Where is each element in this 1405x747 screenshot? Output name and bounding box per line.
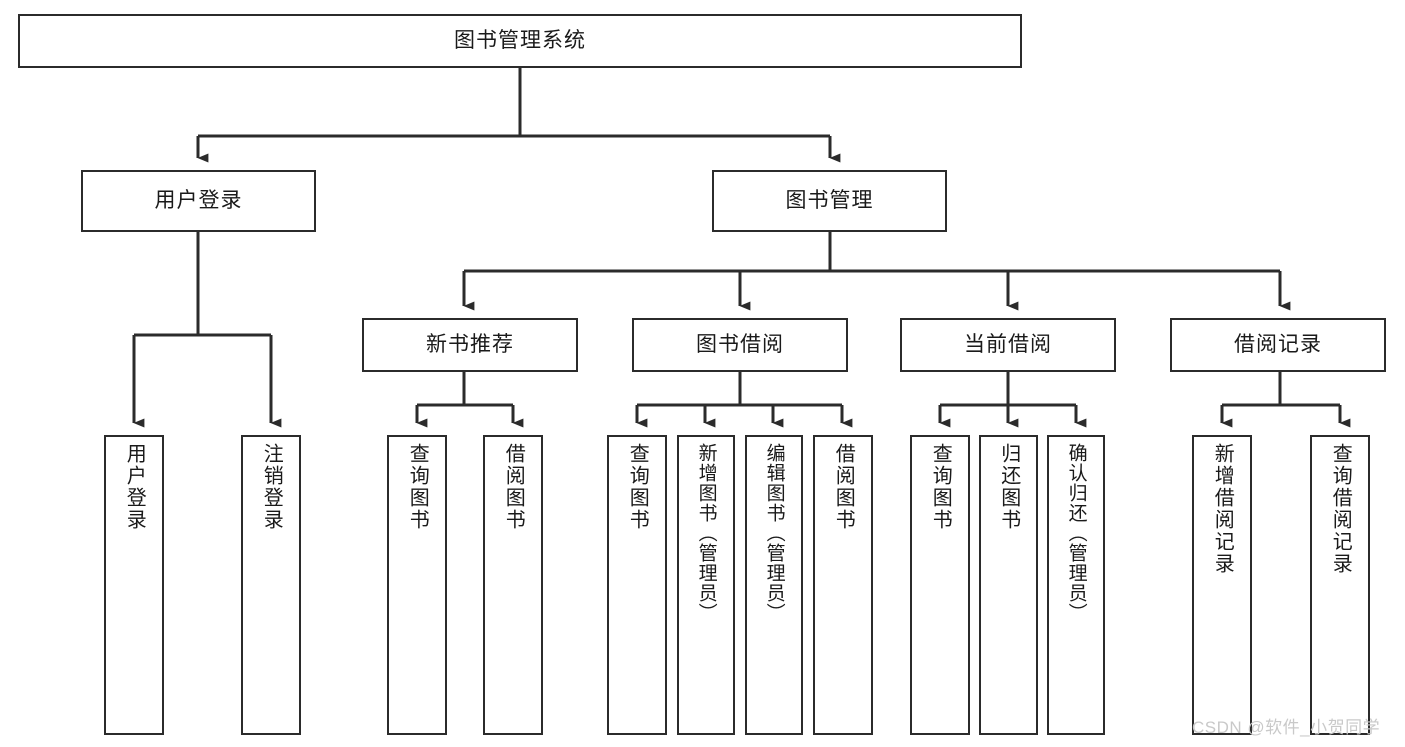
leaf-edit-book-admin[interactable]: 编辑图书（管理员） (745, 435, 803, 735)
node-book-management[interactable]: 图书管理 (712, 170, 947, 232)
node-label: 用户登录 (123, 443, 146, 531)
leaf-query-book-current[interactable]: 查询图书 (910, 435, 970, 735)
node-label: 查询图书 (929, 443, 952, 531)
leaf-add-borrow-record[interactable]: 新增借阅记录 (1192, 435, 1252, 735)
csdn-watermark: CSDN @软件_小贺同学 (1192, 718, 1381, 737)
node-label: 编辑图书（管理员） (763, 443, 785, 623)
node-current-borrow[interactable]: 当前借阅 (900, 318, 1116, 372)
leaf-return-book[interactable]: 归还图书 (979, 435, 1038, 735)
node-label: 借阅记录 (1234, 332, 1322, 356)
node-new-book-recommend[interactable]: 新书推荐 (362, 318, 578, 372)
node-root-book-management-system[interactable]: 图书管理系统 (18, 14, 1022, 68)
node-user-login[interactable]: 用户登录 (81, 170, 316, 232)
node-book-borrow[interactable]: 图书借阅 (632, 318, 848, 372)
leaf-query-borrow-record[interactable]: 查询借阅记录 (1310, 435, 1370, 735)
node-label: 确认归还（管理员） (1065, 443, 1087, 623)
leaf-confirm-return-admin[interactable]: 确认归还（管理员） (1047, 435, 1105, 735)
node-label: 查询图书 (626, 443, 649, 531)
node-label: 用户登录 (154, 188, 243, 212)
leaf-query-book-new-recommend[interactable]: 查询图书 (387, 435, 447, 735)
node-label: 查询借阅记录 (1329, 443, 1352, 575)
node-label: 新增图书（管理员） (695, 443, 717, 623)
node-label: 图书管理 (785, 188, 874, 212)
leaf-borrow-book-new-recommend[interactable]: 借阅图书 (483, 435, 543, 735)
node-label: 注销登录 (260, 443, 283, 531)
node-label: 新书推荐 (426, 332, 514, 356)
leaf-user-login[interactable]: 用户登录 (104, 435, 164, 735)
node-label: 图书借阅 (696, 332, 784, 356)
leaf-add-book-admin[interactable]: 新增图书（管理员） (677, 435, 735, 735)
leaf-query-book-borrow[interactable]: 查询图书 (607, 435, 667, 735)
leaf-user-logout[interactable]: 注销登录 (241, 435, 301, 735)
node-label: 当前借阅 (964, 332, 1052, 356)
node-label: 新增借阅记录 (1211, 443, 1234, 575)
node-borrow-record[interactable]: 借阅记录 (1170, 318, 1386, 372)
node-label: 图书管理系统 (454, 28, 586, 52)
node-label: 归还图书 (997, 443, 1020, 531)
edges-group (132, 68, 1351, 428)
node-label: 借阅图书 (502, 443, 525, 531)
node-label: 借阅图书 (832, 443, 855, 531)
leaf-borrow-book-borrow[interactable]: 借阅图书 (813, 435, 873, 735)
node-label: 查询图书 (406, 443, 429, 531)
